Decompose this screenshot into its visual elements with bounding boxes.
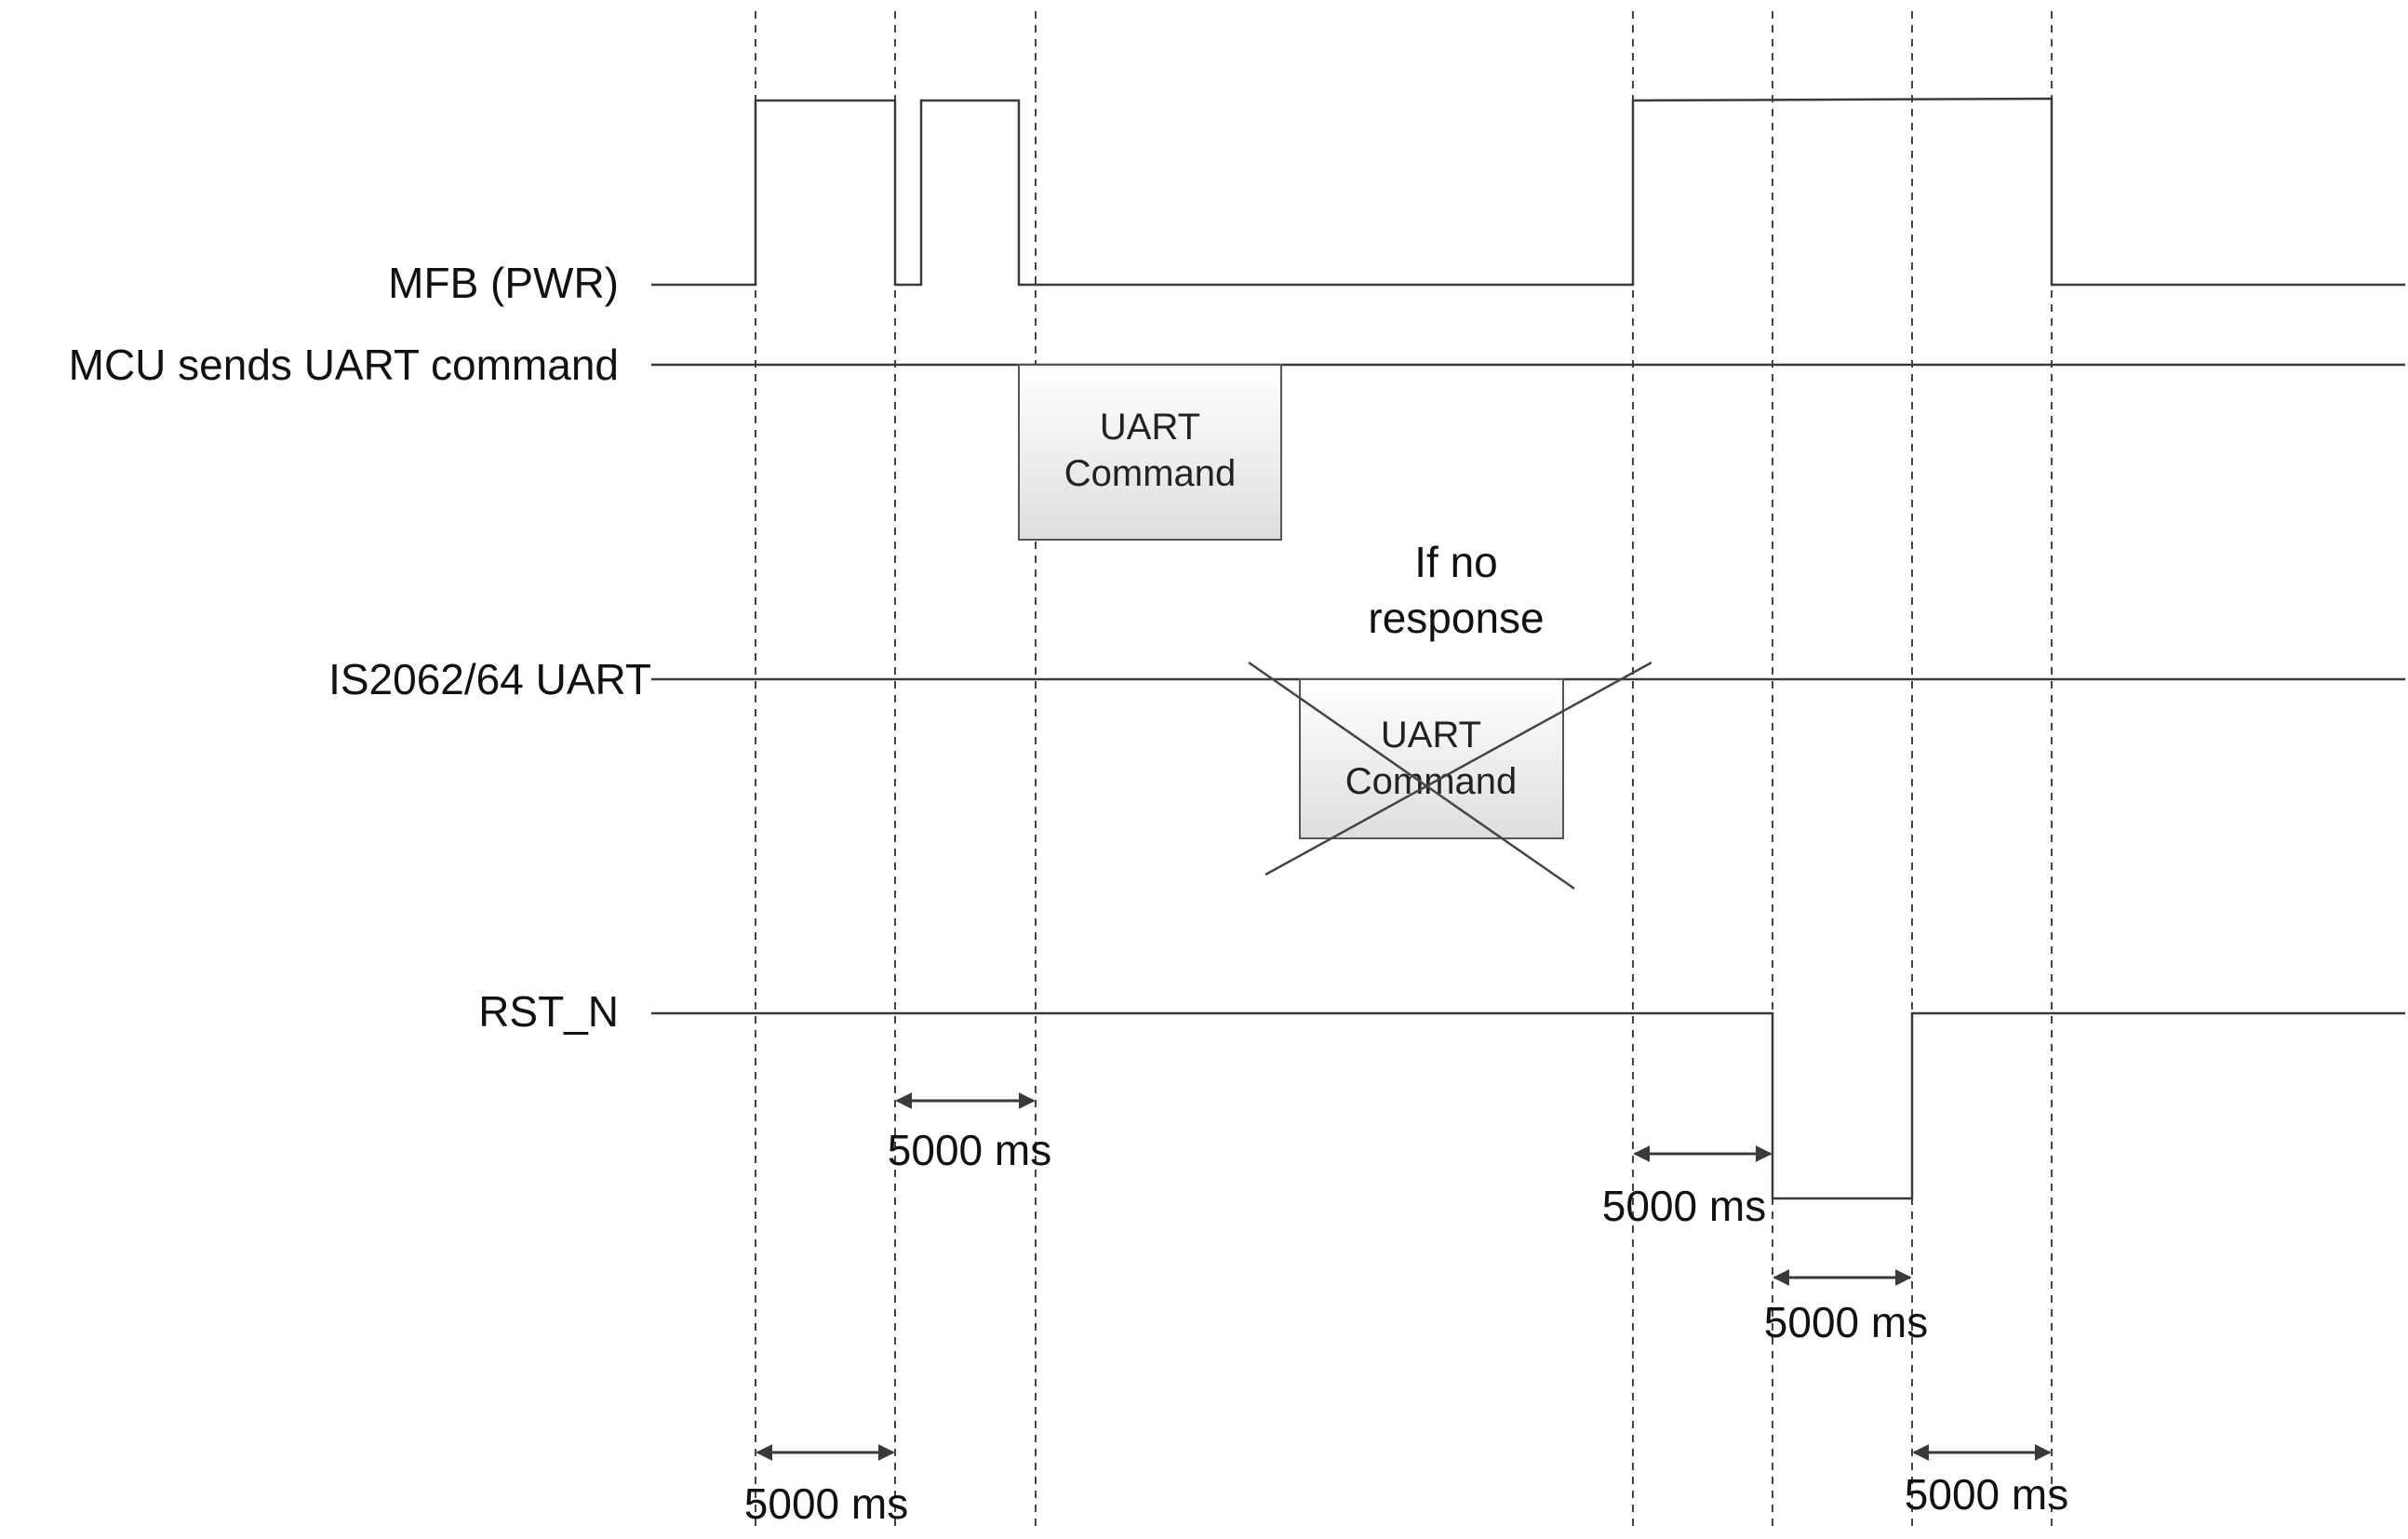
is2062-box-line1: UART bbox=[1381, 715, 1481, 756]
duration-label-d4: 5000 ms bbox=[744, 1479, 908, 1528]
duration-label-d3: 5000 ms bbox=[1764, 1298, 1928, 1346]
signal-label-mcu: MCU sends UART command bbox=[69, 341, 619, 389]
mcu-uart-command-box: UART Command bbox=[1018, 364, 1282, 541]
mfb-waveform bbox=[651, 97, 2405, 287]
duration-label-d1: 5000 ms bbox=[888, 1126, 1051, 1174]
no-response-note-line1: If no bbox=[1414, 538, 1498, 586]
no-response-cross-line bbox=[1248, 661, 1575, 890]
no-response-cross-line bbox=[1264, 661, 1652, 877]
is2062-box-line2: Command bbox=[1345, 761, 1518, 802]
duration-label-d5: 5000 ms bbox=[1905, 1470, 2068, 1519]
is2062-uart-command-box: UART Command bbox=[1299, 678, 1564, 839]
signal-label-mfb: MFB (PWR) bbox=[388, 259, 619, 307]
mcu-box-line1: UART bbox=[1100, 407, 1200, 448]
signal-label-rst: RST_N bbox=[478, 987, 619, 1036]
duration-label-d2: 5000 ms bbox=[1602, 1182, 1766, 1230]
no-response-note-line2: response bbox=[1368, 594, 1544, 642]
signal-label-is2062: IS2062/64 UART bbox=[328, 655, 651, 703]
mcu-box-line2: Command bbox=[1064, 453, 1237, 494]
rst-waveform bbox=[651, 1011, 2405, 1200]
